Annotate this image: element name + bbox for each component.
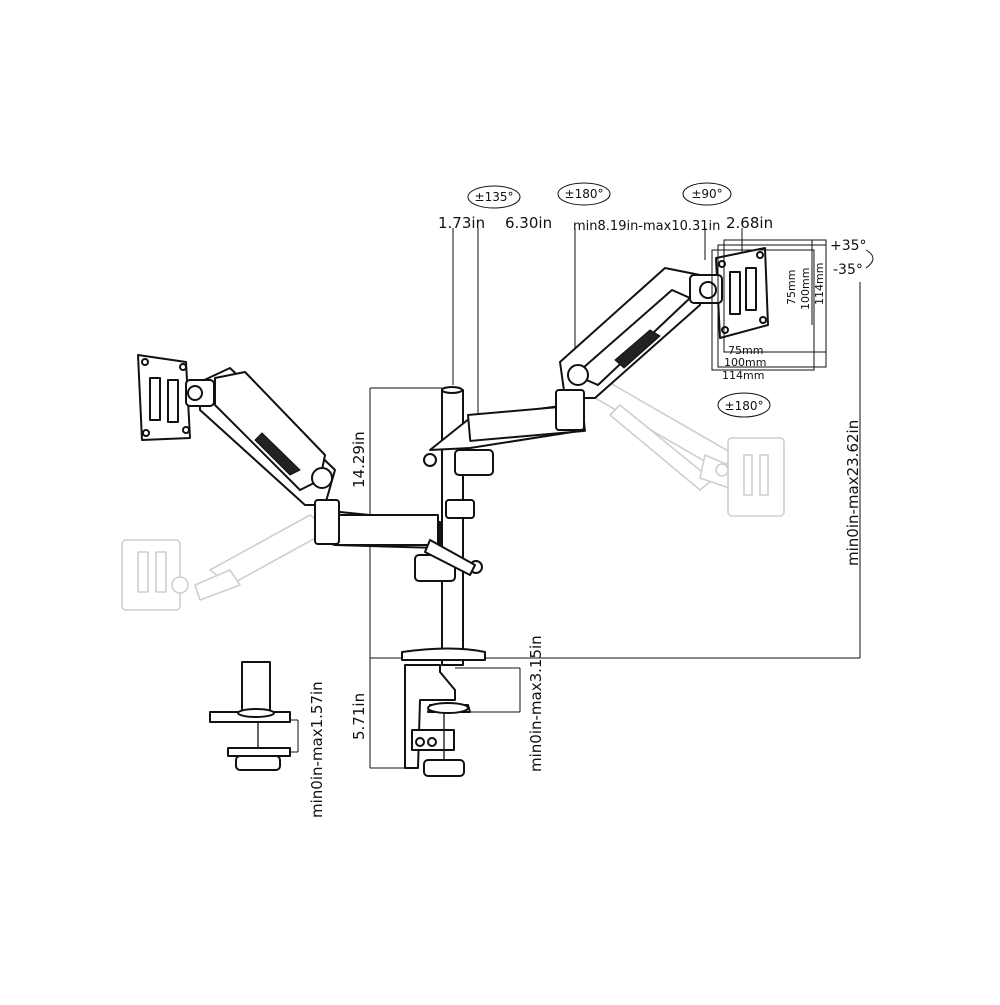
label-tilt-up: +35°	[830, 238, 867, 254]
label-tilt-down: -35°	[833, 262, 863, 278]
arm-rotate-rotation-icon	[557, 182, 611, 206]
label-vesa-114-horizontal: 114mm	[722, 369, 764, 382]
ghost-right-arm	[589, 379, 785, 517]
label-vesa-100-horizontal: 100mm	[724, 356, 766, 369]
label-vesa-75-horizontal: 75mm	[728, 344, 763, 357]
label-monitor-rotate: ±180°	[725, 399, 764, 413]
left-upper-arm	[199, 367, 340, 545]
vesa-labels: 75mm 100mm 114mm 75mm 100mm 114mm	[722, 263, 826, 382]
label-desk-thickness: min0in-max3.15in	[527, 635, 545, 772]
label-arm-rotate: ±180°	[565, 187, 604, 201]
label-grommet-thickness: min0in-max1.57in	[308, 681, 326, 818]
label-pole-top: 1.73in	[438, 214, 485, 232]
label-vesa-100-vertical: 100mm	[799, 268, 812, 310]
left-monitor-plate	[137, 354, 215, 441]
label-vesa-75-vertical: 75mm	[785, 270, 798, 305]
monitor-rotate-rotation-icon	[717, 392, 771, 418]
label-clamp-height: 5.71in	[350, 693, 368, 740]
label-head-swivel: ±90°	[691, 187, 722, 201]
arm-swivel-rotation-icon	[467, 185, 521, 209]
label-upper-arm-range: min8.19in-max10.31in	[573, 219, 720, 234]
label-lower-arm: 6.30in	[505, 214, 552, 232]
head-swivel-rotation-icon	[682, 182, 732, 206]
label-vesa-114-vertical: 114mm	[813, 263, 826, 305]
label-pole-height: 14.29in	[350, 431, 368, 488]
tilt-labels: +35° -35°	[830, 238, 867, 278]
tilt-arc-icon	[865, 249, 874, 269]
rotation-labels: ±135° ±180° ±90° ±180°	[475, 187, 764, 413]
dimension-labels: 1.73in 6.30in min8.19in-max10.31in 2.68i…	[308, 214, 862, 818]
right-upper-arm	[555, 267, 701, 431]
label-total-reach: min0in-max23.62in	[844, 420, 862, 566]
ghost-left-arm	[121, 514, 331, 611]
label-arm-swivel: ±135°	[475, 190, 514, 204]
grommet-mount-inset	[209, 661, 291, 771]
lower-arms	[317, 403, 586, 576]
label-head-length: 2.68in	[726, 214, 773, 232]
vesa-pattern	[711, 239, 827, 371]
right-monitor-plate	[689, 247, 769, 339]
rotation-icons	[467, 182, 874, 418]
